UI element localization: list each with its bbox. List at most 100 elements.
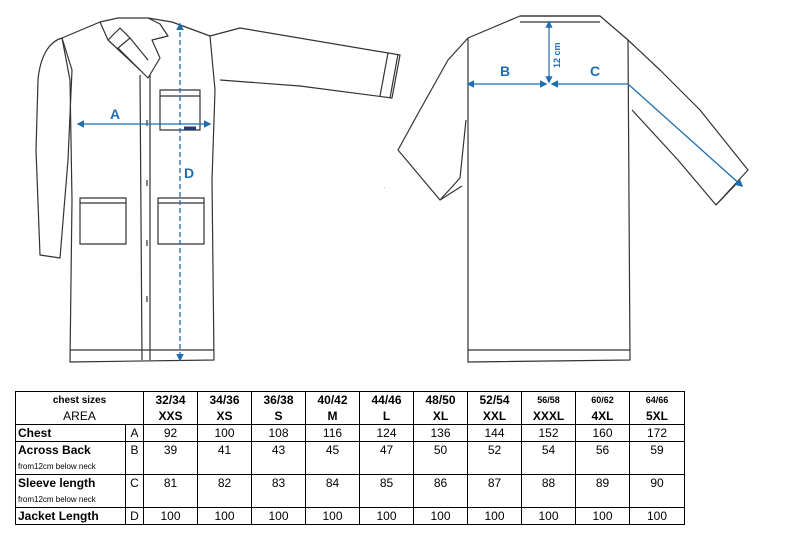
back-left-sleeve: [397, 37, 469, 201]
row-note-blank: [467, 491, 522, 508]
chest-size-6: 52/54: [467, 391, 522, 408]
row-value: 56: [575, 441, 630, 458]
row-value: 160: [575, 424, 630, 442]
chest-size-0: 32/34: [143, 391, 198, 408]
lower-right-pocket: [157, 197, 205, 245]
row-value: 88: [521, 474, 576, 491]
row-value: 84: [305, 474, 360, 491]
row-note-blank: [359, 491, 414, 508]
row-label: Jacket Length: [15, 507, 126, 525]
row-note-blank: [143, 491, 198, 508]
front-body: [61, 17, 216, 363]
row-label: Sleeve length: [15, 474, 126, 491]
size-code-2: S: [251, 408, 306, 425]
row-note: from12cm below neck: [15, 458, 126, 475]
row-note-blank: [197, 491, 252, 508]
row-key: B: [125, 441, 144, 458]
chest-size-2: 36/38: [251, 391, 306, 408]
row-value: 108: [251, 424, 306, 442]
row-value: 100: [251, 507, 306, 525]
row-value: 41: [197, 441, 252, 458]
measure-label-c: C: [590, 63, 600, 79]
size-code-0: XXS: [143, 408, 198, 425]
row-value: 100: [305, 507, 360, 525]
chest-size-1: 34/36: [197, 391, 252, 408]
row-value: 87: [467, 474, 522, 491]
row-value: 100: [629, 507, 685, 525]
header-chest-sizes: chest sizes: [15, 391, 144, 408]
row-value: 92: [143, 424, 198, 442]
chest-size-4: 44/46: [359, 391, 414, 408]
row-value: 100: [575, 507, 630, 525]
row-value: 136: [413, 424, 468, 442]
jacket-back-view: [397, 15, 749, 363]
size-code-6: XXL: [467, 408, 522, 425]
row-note-blank: [575, 458, 630, 475]
size-code-5: XL: [413, 408, 468, 425]
size-code-1: XS: [197, 408, 252, 425]
left-sleeve: [35, 37, 73, 259]
row-note-blank: [305, 491, 360, 508]
chest-size-9: 64/66: [629, 391, 685, 408]
chest-size-8: 60/62: [575, 391, 630, 408]
jacket-front-view: [35, 17, 401, 363]
right-sleeve: [209, 27, 401, 99]
row-value: 172: [629, 424, 685, 442]
measure-label-d: D: [184, 165, 194, 181]
size-code-7: XXXL: [521, 408, 576, 425]
collar: [99, 17, 169, 79]
chest-size-5: 48/50: [413, 391, 468, 408]
row-note-blank: [143, 458, 198, 475]
row-note-blank: [413, 458, 468, 475]
row-value: 85: [359, 474, 414, 491]
row-note-blank: [197, 458, 252, 475]
row-note-blank: [359, 458, 414, 475]
row-note-blank: [467, 458, 522, 475]
size-code-4: L: [359, 408, 414, 425]
row-value: 47: [359, 441, 414, 458]
row-note: from12cm below neck: [15, 491, 126, 508]
row-value: 100: [197, 424, 252, 442]
row-value: 152: [521, 424, 576, 442]
row-value: 54: [521, 441, 576, 458]
header-area: AREA: [15, 408, 144, 425]
front-measurements: A D: [76, 22, 212, 362]
row-key: A: [125, 424, 144, 442]
row-value: 90: [629, 474, 685, 491]
row-note-blank: [629, 458, 685, 475]
back-right-sleeve: [627, 39, 749, 206]
table-row-note: from12cm below neck: [15, 458, 685, 475]
row-value: 100: [413, 507, 468, 525]
measure-label-b: B: [500, 63, 510, 79]
row-note-blank: [575, 491, 630, 508]
size-code-8: 4XL: [575, 408, 630, 425]
lower-left-pocket: [79, 197, 127, 245]
row-value: 100: [521, 507, 576, 525]
row-note-blank: [413, 491, 468, 508]
row-value: 82: [197, 474, 252, 491]
row-note-blank: [305, 458, 360, 475]
row-value: 89: [575, 474, 630, 491]
svg-text:·: ·: [383, 183, 386, 192]
row-key: C: [125, 474, 144, 491]
row-value: 52: [467, 441, 522, 458]
row-value: 100: [143, 507, 198, 525]
size-code-3: M: [305, 408, 360, 425]
row-value: 144: [467, 424, 522, 442]
table-row-note: from12cm below neck: [15, 491, 685, 508]
row-label: Across Back: [15, 441, 126, 458]
row-note-blank: [125, 458, 144, 475]
row-label: Chest: [15, 424, 126, 442]
row-value: 81: [143, 474, 198, 491]
row-note-blank: [521, 491, 576, 508]
measure-label-a: A: [110, 106, 120, 122]
row-value: 100: [359, 507, 414, 525]
row-note-blank: [629, 491, 685, 508]
row-value: 43: [251, 441, 306, 458]
row-value: 83: [251, 474, 306, 491]
